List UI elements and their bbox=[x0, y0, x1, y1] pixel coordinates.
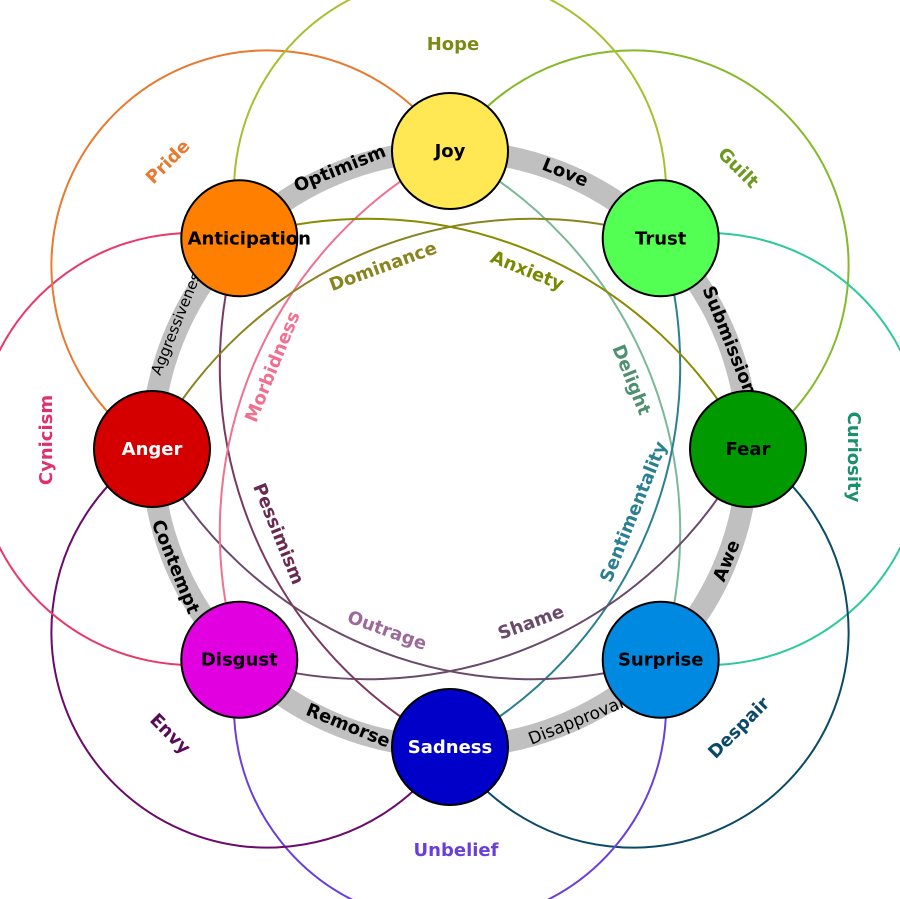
dyad-label-despair: Despair bbox=[704, 693, 774, 763]
emotion-label: Anger bbox=[122, 439, 183, 460]
emotion-node-fear: Fear bbox=[689, 390, 807, 508]
secondary-dyad-arc-despair bbox=[449, 448, 850, 849]
secondary-dyad-arc-hope bbox=[233, 0, 667, 239]
secondary-dyad-arc-envy bbox=[50, 448, 451, 849]
tertiary-dyad-arc-morbidness bbox=[218, 150, 451, 661]
emotion-label: Anticipation bbox=[188, 228, 311, 249]
dyad-label-delight: Delight bbox=[608, 342, 655, 419]
emotion-node-surprise: Surprise bbox=[601, 600, 720, 719]
tertiary-dyad-arc-delight bbox=[449, 150, 682, 661]
emotion-circle bbox=[601, 600, 720, 719]
tertiary-dyad-arc-anxiety bbox=[238, 217, 749, 450]
dyad-label-shame: Shame bbox=[495, 601, 567, 644]
dyad-label-pride: Pride bbox=[142, 136, 195, 189]
tertiary-dyad-arc-pessimism bbox=[218, 237, 451, 748]
tertiary-dyad-labels: Delight Sentimentality Shame Outrage Pes… bbox=[241, 238, 672, 655]
secondary-dyad-arc-curiosity bbox=[660, 232, 900, 666]
secondary-dyad-arc-unbelief bbox=[233, 659, 667, 899]
secondary-dyad-arc-guilt bbox=[449, 49, 850, 450]
dyad-label-curiosity: Curiosity bbox=[843, 412, 864, 503]
tertiary-dyad-arc-outrage bbox=[151, 448, 662, 681]
emotion-circle bbox=[391, 688, 509, 806]
emotion-label: Joy bbox=[433, 141, 466, 162]
tertiary-dyad-arc-dominance bbox=[151, 217, 662, 450]
dyad-label-unbelief: Unbelief bbox=[414, 840, 499, 861]
emotion-circle bbox=[93, 390, 211, 508]
emotion-circle bbox=[601, 179, 720, 298]
emotion-node-anger: Anger bbox=[93, 390, 211, 508]
emotion-label: Surprise bbox=[618, 650, 704, 671]
dyad-label-hope: Hope bbox=[427, 34, 480, 55]
emotion-circle bbox=[689, 390, 807, 508]
tertiary-dyad-arc-sentimentality bbox=[449, 237, 682, 748]
dyad-label-guilt: Guilt bbox=[713, 144, 762, 193]
tertiary-dyad-arc-shame bbox=[238, 448, 749, 681]
dyad-label-outrage: Outrage bbox=[344, 607, 429, 655]
emotion-node-joy: Joy bbox=[391, 92, 509, 210]
dyad-label-anxiety: Anxiety bbox=[487, 247, 567, 295]
dyad-label-envy: Envy bbox=[145, 710, 194, 759]
secondary-dyad-arc-cynicism bbox=[0, 232, 240, 666]
dyad-label-pessimism: Pessimism bbox=[248, 480, 308, 587]
emotion-label: Disgust bbox=[201, 650, 278, 671]
emotion-node-disgust: Disgust bbox=[180, 600, 299, 719]
emotion-node-sadness: Sadness bbox=[391, 688, 509, 806]
emotion-label: Sadness bbox=[408, 737, 492, 758]
emotion-circle bbox=[391, 92, 509, 210]
emotion-node-anticipation: Anticipation bbox=[180, 179, 311, 298]
secondary-dyad-arc-pride bbox=[50, 49, 451, 450]
emotion-label: Fear bbox=[726, 439, 771, 460]
emotion-circle bbox=[180, 179, 299, 298]
emotion-label: Trust bbox=[635, 228, 687, 249]
emotion-node-trust: Trust bbox=[601, 179, 720, 298]
dyad-label-cynicism: Cynicism bbox=[36, 395, 57, 485]
emotion-circle bbox=[180, 600, 299, 719]
